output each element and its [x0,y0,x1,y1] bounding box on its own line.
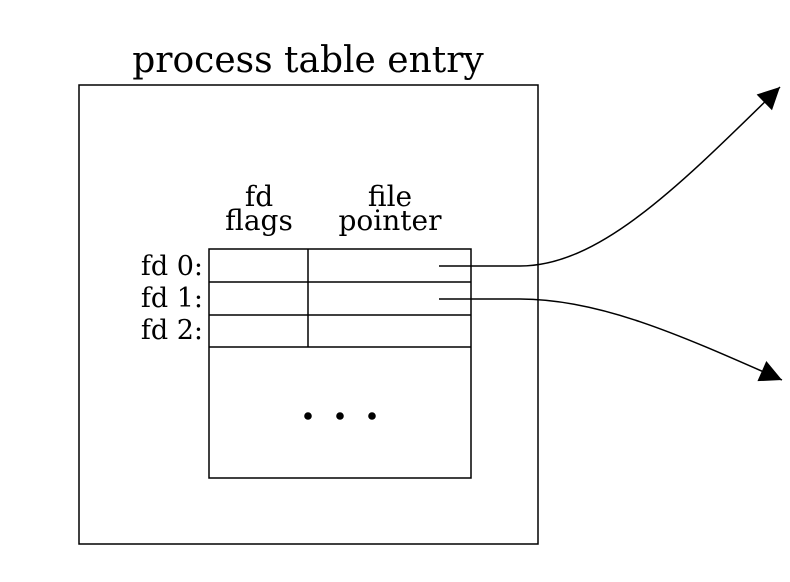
process-table-entry-box [78,84,539,545]
fd-0-label: fd 0: [141,251,203,282]
fd-0-pointer-arrow [439,86,781,267]
ellipsis-dot [368,412,376,420]
fd-1-label: fd 1: [141,283,203,314]
descriptor-table-border [208,248,472,479]
ellipsis-text: • • • [308,397,371,427]
file-pointer-header-line1: file [368,180,412,213]
fd-flags-header-line2: flags [225,204,293,237]
descriptor-table [208,248,472,479]
ellipsis-dot [304,412,312,420]
diagram-title: process table entry [132,40,484,81]
fd-1-pointer-arrow [439,298,783,382]
fd-flags-header-line1: fd [245,180,273,213]
file-pointer-header-line2: pointer [339,204,443,237]
ellipsis: • • • [304,397,376,427]
ellipsis-dot [336,412,344,420]
fd-2-label: fd 2: [141,315,203,346]
